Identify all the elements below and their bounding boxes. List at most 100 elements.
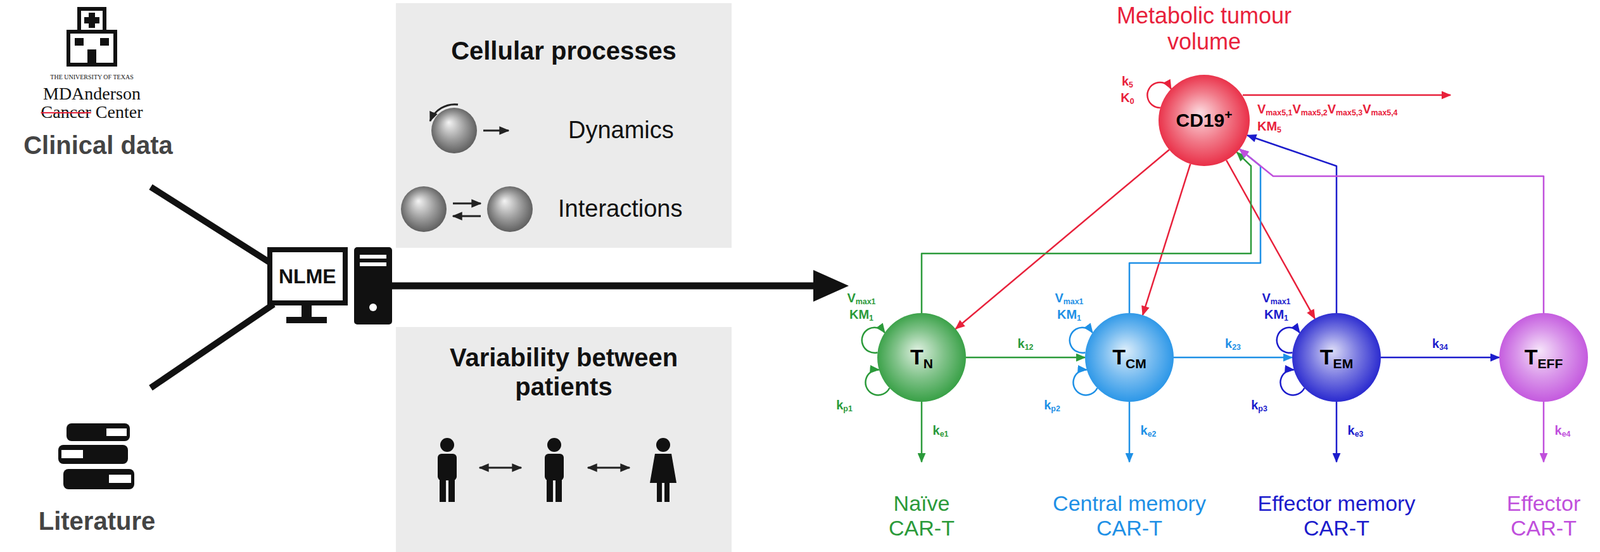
rate-label: 1 <box>1283 313 1289 323</box>
rate-label: kp3 <box>1250 397 1268 413</box>
rate-label: ke4 <box>1555 423 1571 438</box>
node-title: EM <box>1333 355 1354 371</box>
process-icons <box>483 129 509 132</box>
label-holder: Cancer Center <box>41 101 144 123</box>
rate-loops <box>1335 401 1338 462</box>
label-holder: Vmax1 <box>846 290 876 306</box>
rate-label: e3 <box>1354 429 1364 439</box>
label-holder: kp2 <box>1043 397 1061 413</box>
rate-label: Vmax1 <box>846 290 876 306</box>
label-holder: Vmax5,1Vmax5,2Vmax5,3Vmax5,4 <box>1257 101 1398 117</box>
node-title: TCM <box>1112 344 1147 370</box>
patient-icons <box>544 437 564 502</box>
rate-label: e2 <box>1147 429 1157 439</box>
node-title: TN <box>910 344 934 370</box>
text-holder: Variability between patients <box>414 342 713 401</box>
rate-label: Vmax1 <box>1054 290 1084 306</box>
label-holder: Vmax1 <box>1261 290 1291 306</box>
flow-arrow <box>965 356 1086 359</box>
computer-icon <box>359 254 387 259</box>
rate-label: max5,1 <box>1265 108 1293 118</box>
computer-icon <box>286 316 327 324</box>
flow-arrow <box>1173 356 1293 359</box>
node-title: TEM <box>1320 344 1353 370</box>
circle-shape <box>877 312 966 402</box>
rate-label: p3 <box>1257 404 1267 413</box>
rate-label: 1 <box>869 313 874 323</box>
rate-label: 0 <box>1130 96 1135 106</box>
patient-icons <box>479 466 522 469</box>
node-text: Effector CAR-T <box>1496 490 1592 541</box>
model-arrow <box>392 269 849 302</box>
cell-circle: TEFFEffector CAR-T <box>1499 312 1588 402</box>
books-icon <box>63 468 135 489</box>
rate-label: 12 <box>1024 342 1034 352</box>
hospital-icon <box>79 8 105 32</box>
rate-label: 1 <box>1076 313 1082 323</box>
node-title: TEFF <box>1524 344 1564 370</box>
variability-panel: Variability between patients <box>395 326 732 552</box>
rate-label: k34 <box>1430 336 1450 351</box>
hospital-icon <box>87 49 97 65</box>
node-title: EFF <box>1537 355 1563 371</box>
node-text: Central memory CAR-T <box>1037 490 1222 541</box>
hospital-icon <box>68 8 116 65</box>
label-holder: MDAnderson <box>43 83 141 104</box>
computer-icon <box>354 247 393 325</box>
rate-label: max5,3 <box>1335 108 1363 118</box>
computer-icon <box>369 303 377 312</box>
process-icons <box>487 186 533 232</box>
model-arrow <box>392 282 819 290</box>
label-holder: k5 <box>1121 74 1134 89</box>
text-holder: Cellular processes <box>450 36 677 66</box>
source-label: THE UNIVERSITY OF TEXAS <box>50 73 134 82</box>
rate-label: ke3 <box>1347 423 1364 438</box>
label-holder: KM1 <box>1264 307 1289 322</box>
source-label: Clinical data <box>23 130 173 160</box>
flow-arrow <box>1247 134 1337 313</box>
degradation-arrow <box>1242 95 1451 96</box>
rate-label: e4 <box>1561 429 1571 439</box>
node-text: Dynamics <box>568 116 674 145</box>
node-title: Metabolic tumour volume <box>1099 2 1309 56</box>
node-text: Naïve CAR-T <box>874 490 970 541</box>
text-holder: CD19+ <box>1176 109 1233 132</box>
rate-label: max1 <box>1270 297 1291 306</box>
node-text: CD19+ <box>1176 109 1233 132</box>
rate-label: p1 <box>843 404 852 413</box>
rate-label: ke2 <box>1140 423 1157 438</box>
label-holder: KM1 <box>1057 307 1082 322</box>
rate-label: ke1 <box>933 423 949 438</box>
text-holder: Naïve CAR-T <box>874 490 970 541</box>
label-holder: KM1 <box>849 307 874 322</box>
node-title: Variability between patients <box>414 342 713 401</box>
rate-label: k12 <box>1015 336 1036 351</box>
input-lines <box>150 186 274 388</box>
rate-label: max5,4 <box>1370 108 1398 118</box>
circle-shape <box>1499 312 1588 402</box>
rate-label: 34 <box>1439 342 1448 352</box>
rate-label: 5 <box>1128 80 1134 90</box>
text-holder: Central memory CAR-T <box>1037 490 1222 541</box>
input-lines <box>150 304 274 388</box>
edge-label-holder: k23 <box>1223 336 1243 351</box>
edge-label-holder: k34 <box>1430 336 1450 351</box>
patient-icons <box>587 466 630 469</box>
node-text: Interactions <box>558 195 683 223</box>
process-icons <box>452 202 481 205</box>
books-icon <box>108 474 132 483</box>
circle-shape <box>1158 74 1250 166</box>
text-holder: Effector CAR-T <box>1496 490 1592 541</box>
node-title: Cellular processes <box>450 36 677 66</box>
circle-shape <box>1085 312 1174 402</box>
books-icon <box>66 423 130 441</box>
node-text: Effector memory CAR-T <box>1244 490 1429 541</box>
label-holder: ke1 <box>933 423 949 438</box>
edge-label-holder: k12 <box>1015 336 1036 351</box>
hospital-icon <box>74 38 84 46</box>
process-panel: Cellular processesDynamicsInteractions <box>395 3 732 248</box>
rate-label: k23 <box>1223 336 1243 351</box>
cell-circle: TNNaïve CAR-T <box>877 312 966 402</box>
